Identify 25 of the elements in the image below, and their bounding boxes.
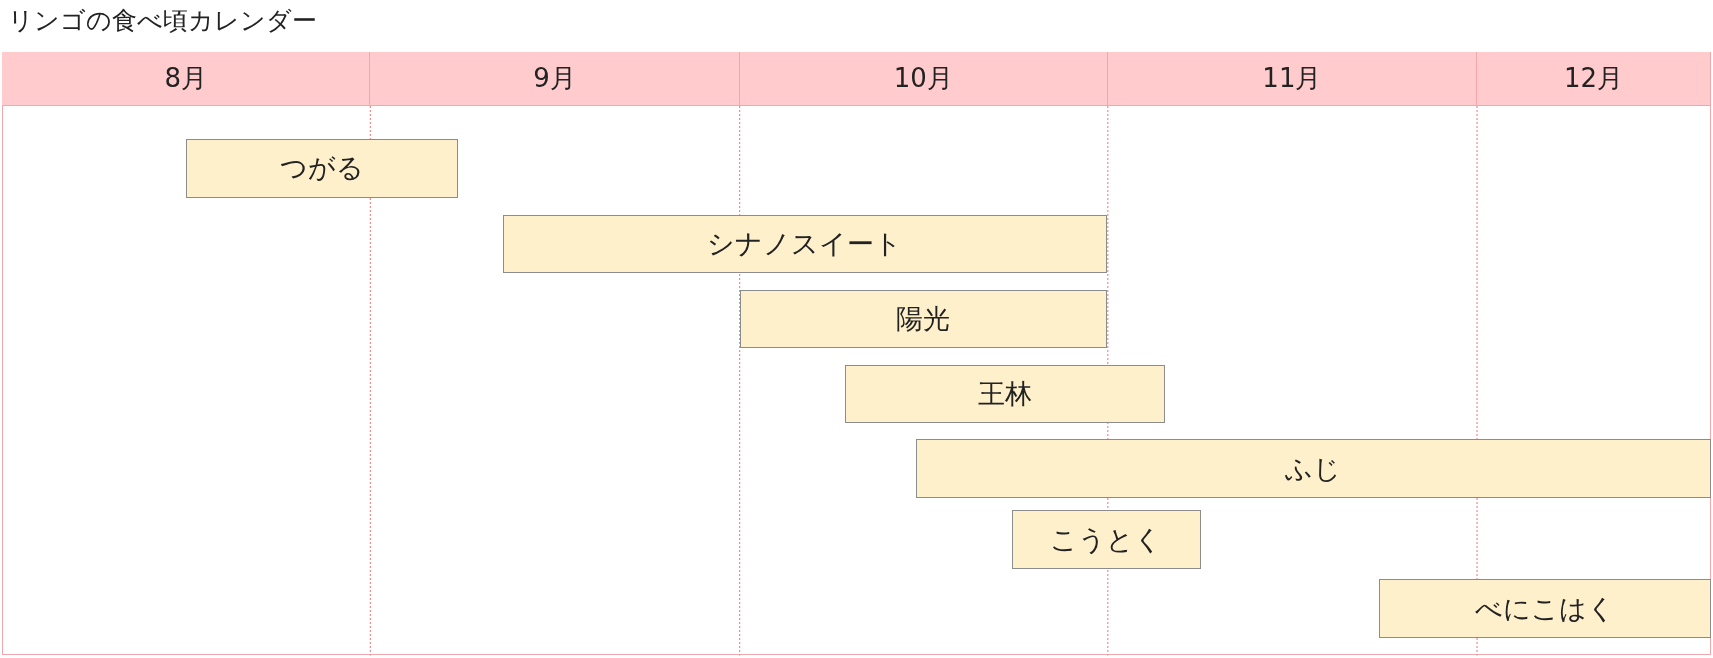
month-label: 10月 xyxy=(893,62,953,96)
month-header xyxy=(370,52,740,106)
period-bar xyxy=(185,138,458,198)
variety-label: 王林 xyxy=(977,376,1032,411)
month-label: 9月 xyxy=(533,62,576,96)
month-header xyxy=(739,52,1108,106)
period-bar xyxy=(502,215,1107,274)
variety-label: 陽光 xyxy=(896,302,951,336)
month-header xyxy=(2,52,371,106)
variety-label: べにこはく xyxy=(1474,591,1615,626)
chart-title: リンゴの食べ頃カレンダー xyxy=(8,5,317,37)
month-label: 12月 xyxy=(1563,62,1623,96)
period-bar xyxy=(915,439,1711,499)
period-bar xyxy=(739,289,1107,349)
month-label: 8月 xyxy=(164,62,208,96)
month-header xyxy=(1477,52,1711,106)
period-bar xyxy=(1011,510,1201,570)
month-header xyxy=(1107,52,1478,106)
variety-label: こうとく xyxy=(1050,522,1163,557)
period-bar xyxy=(844,364,1165,423)
variety-label: シナノスイート xyxy=(707,227,903,262)
variety-label: ふじ xyxy=(1285,451,1342,486)
period-bar xyxy=(1378,579,1711,638)
variety-label: つがる xyxy=(279,151,364,186)
month-label: 11月 xyxy=(1262,62,1322,96)
